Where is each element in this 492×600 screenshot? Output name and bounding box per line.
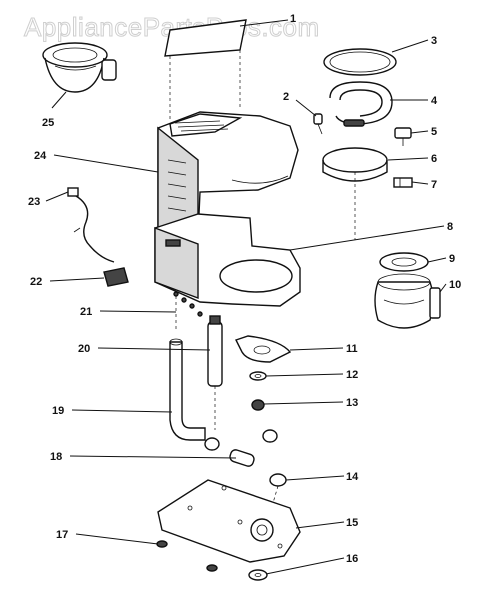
part-brew-basket — [42, 42, 117, 93]
callout-12: 12 — [346, 369, 358, 381]
callout-3: 3 — [431, 35, 437, 47]
watermark-text: AppliancePartsPros.com — [24, 12, 320, 42]
callout-25: 25 — [42, 117, 54, 129]
part-carafe-lid — [379, 252, 429, 272]
part-screws — [173, 291, 203, 330]
callout-8: 8 — [447, 221, 453, 233]
callout-17: 17 — [56, 529, 68, 541]
callout-19: 19 — [52, 405, 64, 417]
part-cover-plate — [164, 19, 247, 120]
callout-9: 9 — [449, 253, 455, 265]
callout-23: 23 — [28, 196, 40, 208]
callout-2: 2 — [283, 91, 289, 103]
callout-24: 24 — [34, 150, 47, 162]
callout-21: 21 — [80, 306, 92, 318]
callout-20: 20 — [78, 343, 90, 355]
part-top-ring — [323, 48, 397, 76]
part-foot — [248, 569, 268, 581]
callout-15: 15 — [346, 517, 358, 529]
callout-11: 11 — [346, 343, 358, 355]
part-base-housing — [154, 213, 301, 307]
part-thermostat — [394, 127, 412, 146]
callout-5: 5 — [431, 126, 437, 138]
part-bracket — [393, 177, 413, 188]
part-grommet — [251, 399, 265, 411]
part-switch — [103, 267, 129, 287]
part-hose — [169, 338, 206, 441]
part-tube — [207, 315, 223, 430]
part-heating-element — [329, 81, 393, 127]
callout-1: 1 — [290, 13, 296, 25]
leader-lines — [45, 19, 447, 575]
callout-labels: 1 2 3 4 5 6 7 8 9 10 11 12 13 14 15 16 1… — [28, 13, 461, 565]
part-washer — [249, 371, 267, 381]
callout-4: 4 — [431, 95, 438, 107]
part-foot-screw — [156, 540, 218, 572]
callout-16: 16 — [346, 553, 358, 565]
part-clip — [313, 113, 323, 135]
callout-10: 10 — [449, 279, 461, 291]
callout-22: 22 — [30, 276, 42, 288]
part-base-plate — [157, 479, 301, 563]
callout-14: 14 — [346, 471, 359, 483]
part-warmer-ring — [322, 147, 388, 240]
part-carafe — [374, 273, 441, 329]
callout-13: 13 — [346, 397, 358, 409]
part-power-cord — [67, 187, 115, 263]
callout-7: 7 — [431, 179, 437, 191]
callout-18: 18 — [50, 451, 62, 463]
part-coupler-hose — [204, 429, 278, 467]
part-heat-shield — [235, 335, 292, 363]
callout-6: 6 — [431, 153, 437, 165]
